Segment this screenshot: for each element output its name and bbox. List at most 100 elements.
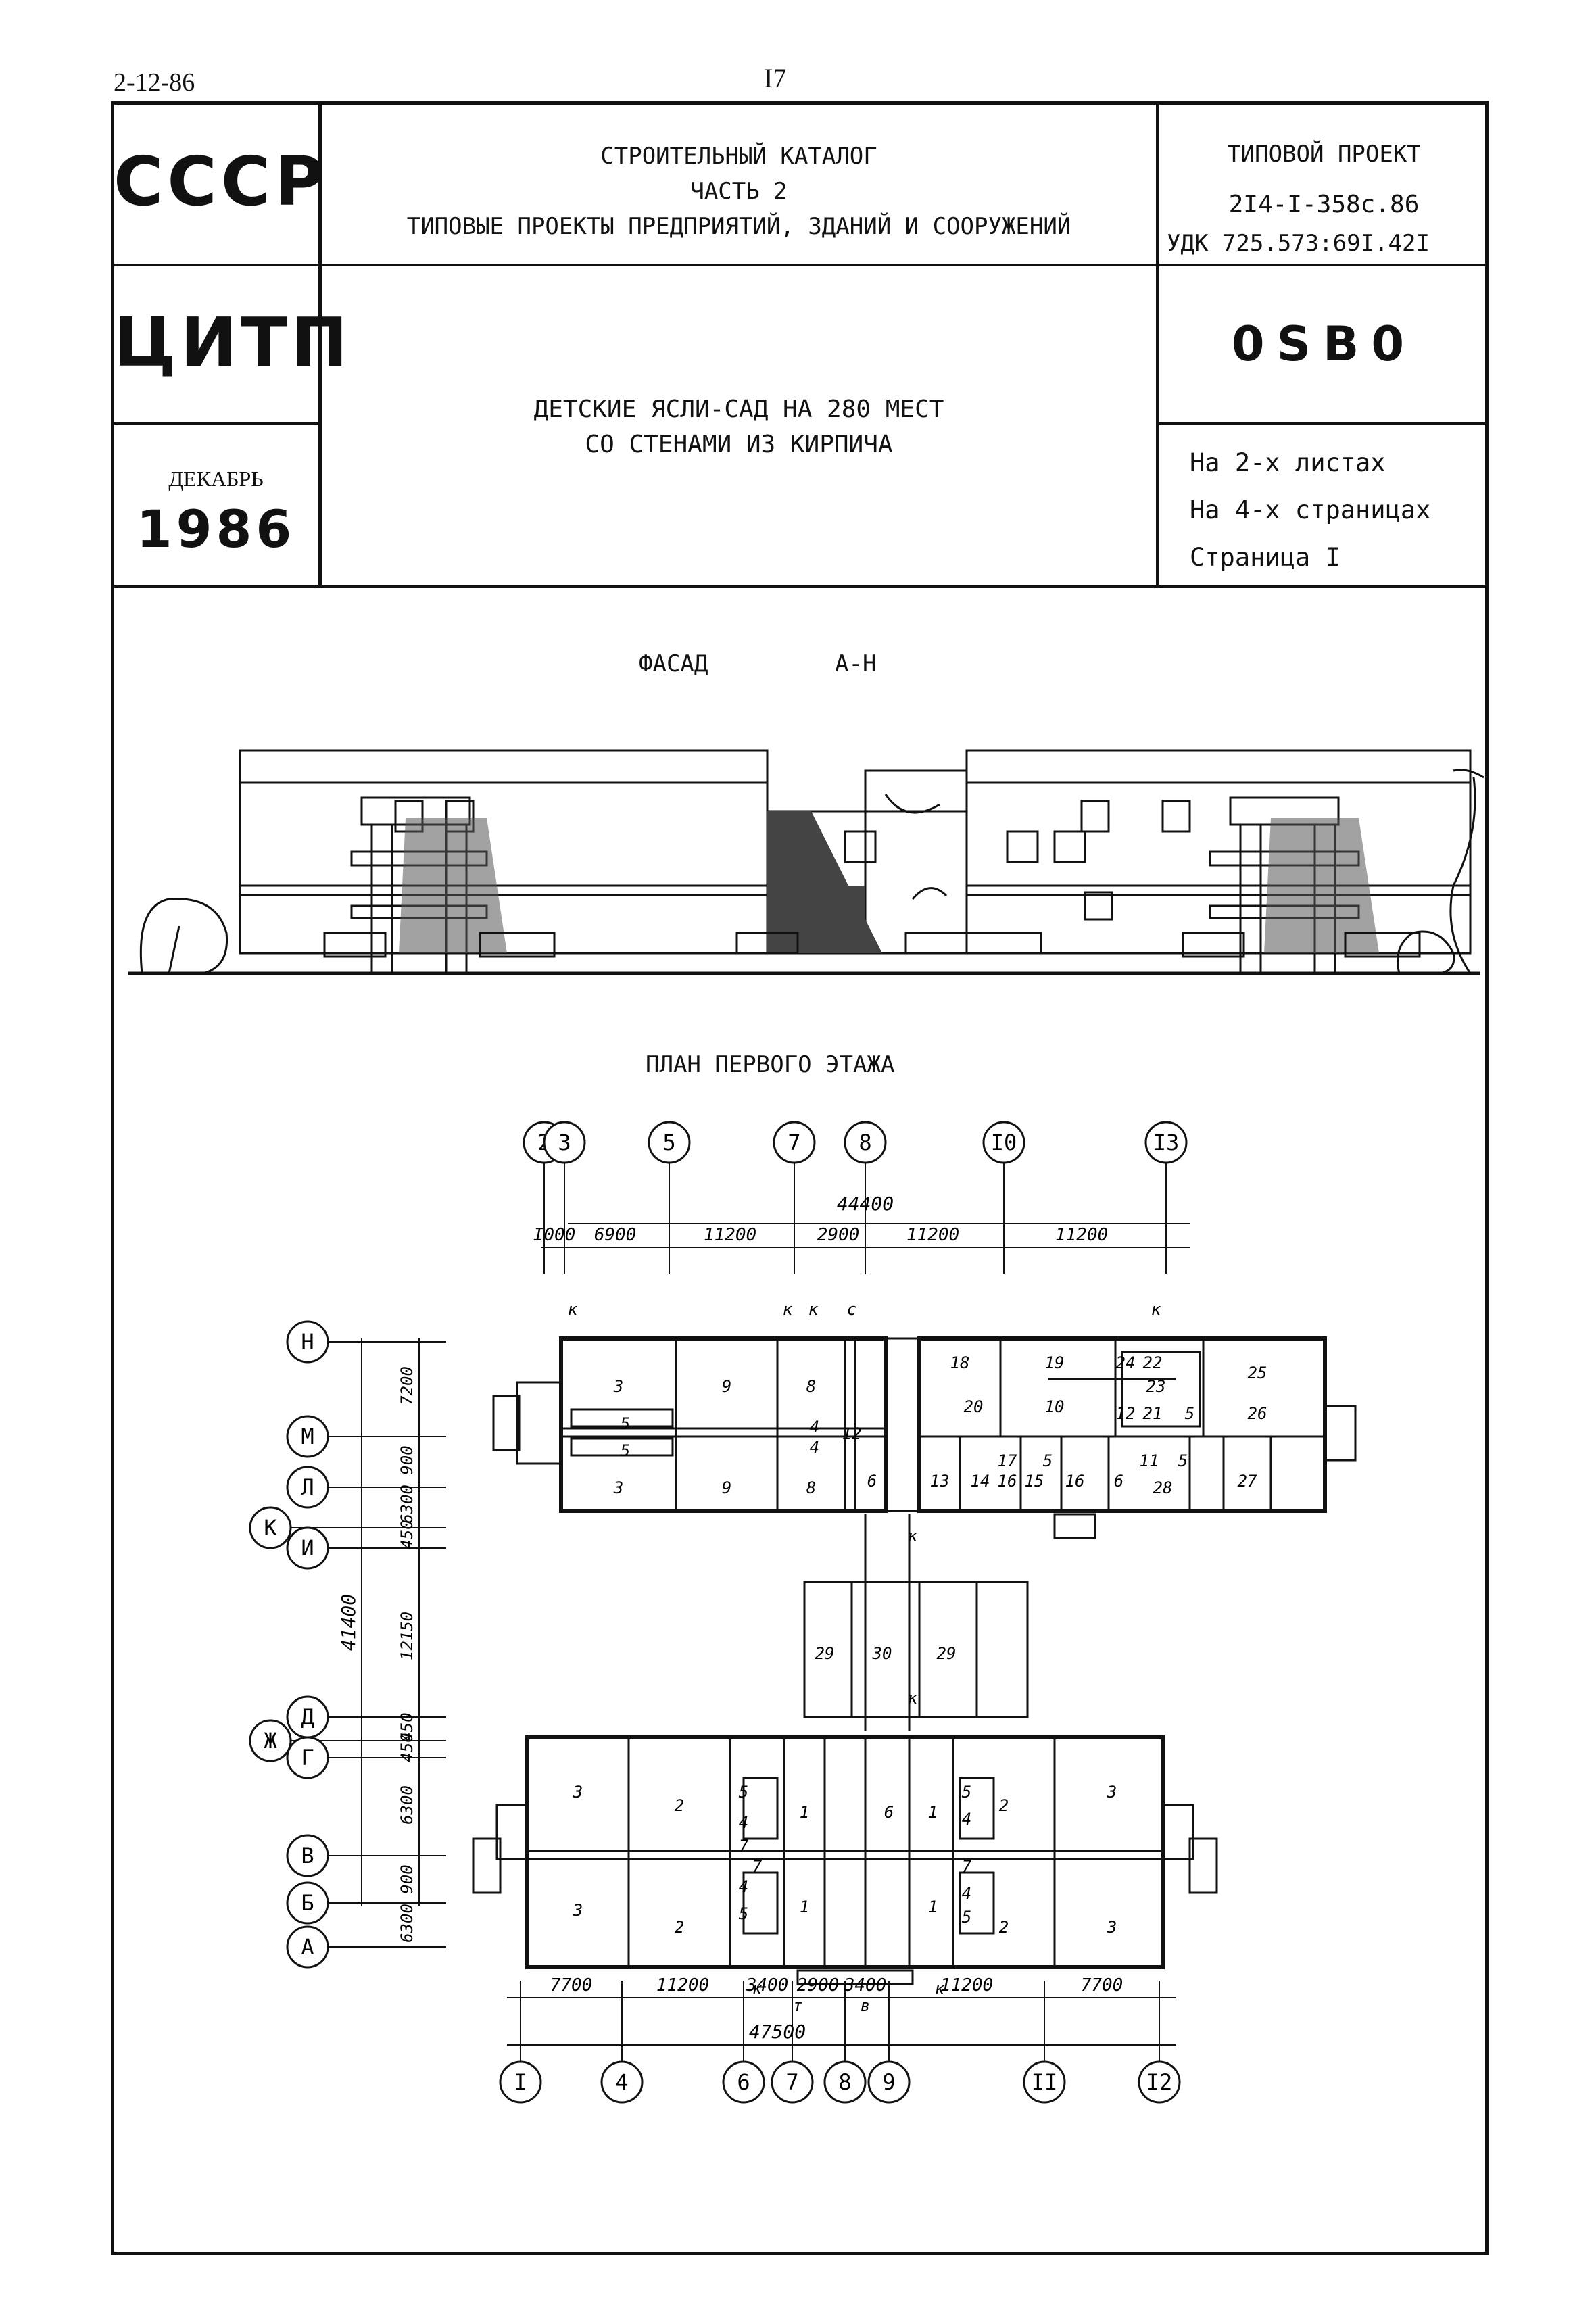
room-number-8: 9: [722, 1478, 731, 1497]
left-dimension-8: 900: [397, 1864, 416, 1893]
left-axis-bubble-Л: Л: [286, 1466, 329, 1509]
header-row-line-2-left: [111, 422, 320, 425]
left-dimension-2: 6300: [397, 1485, 416, 1524]
catalog-title: СТРОИТЕЛЬНЫЙ КАТАЛОГ ЧАСТЬ 2 ТИПОВЫЕ ПРО…: [322, 139, 1156, 244]
svg-text:I2: I2: [1146, 2069, 1173, 2095]
room-number-51: 7: [752, 1857, 763, 1876]
room-number-58: 1: [928, 1898, 938, 1916]
left-axis-bubble-Б: Б: [286, 1881, 329, 1925]
bottom-dimension-0: 7700: [550, 1975, 593, 1996]
room-number-47: 5: [962, 1783, 971, 1802]
room-number-45: 6: [884, 1803, 894, 1822]
left-axis-bubble-Д: Д: [286, 1695, 329, 1739]
room-number-21: 5: [1185, 1404, 1194, 1423]
left-axis-bubble-Ж: Ж: [249, 1719, 292, 1762]
room-number-10: 6: [867, 1472, 877, 1491]
room-number-22: 25: [1248, 1364, 1267, 1382]
plan-mark-4: к: [1151, 1300, 1161, 1319]
room-number-3: 5: [621, 1414, 630, 1433]
bottom-dimension-5: 11200: [940, 1975, 993, 1996]
top-dimension-0: I000: [533, 1225, 576, 1245]
room-number-20: 12: [1116, 1404, 1136, 1423]
project-label: ТИПОВОЙ ПРОЕКТ: [1227, 141, 1421, 168]
plan-mark-9: т: [793, 1996, 802, 2015]
room-number-38: 29: [937, 1644, 957, 1663]
room-number-40: 2: [675, 1796, 684, 1815]
top-dimension-4: 11200: [906, 1225, 959, 1245]
room-number-48: 4: [962, 1810, 971, 1829]
header-bottom-line: [111, 585, 1489, 588]
top-dimension-3: 2900: [817, 1225, 860, 1245]
room-number-19: 21: [1143, 1404, 1163, 1423]
room-number-44: 1: [800, 1803, 809, 1822]
svg-text:Л: Л: [301, 1474, 314, 1500]
left-dimension-3: 450: [397, 1520, 416, 1549]
room-number-56: 5: [739, 1904, 748, 1923]
svg-text:Г: Г: [301, 1745, 314, 1770]
left-dimension-1: 900: [397, 1445, 416, 1474]
room-number-2: 8: [806, 1377, 816, 1396]
top-axis-bubble-7: 7: [773, 1121, 816, 1164]
svg-text:8: 8: [838, 2069, 851, 2095]
issue-month: ДЕКАБРЬ: [168, 466, 264, 491]
room-number-6: 4: [810, 1438, 819, 1457]
room-number-14: 20: [964, 1397, 984, 1416]
header-row-line-2-right: [1156, 422, 1489, 425]
project-title-line-2: СО СТЕНАМИ ИЗ КИРПИЧА: [585, 431, 893, 458]
plan-mark-8: к: [935, 1979, 945, 1998]
top-axis-bubble-I0: I0: [982, 1121, 1025, 1164]
room-number-34: 28: [1153, 1478, 1173, 1497]
document-code: 2-12-86: [114, 68, 195, 97]
bottom-axis-bubble-I: I: [499, 2060, 542, 2104]
room-number-23: 26: [1248, 1404, 1267, 1423]
room-number-7: 3: [613, 1478, 623, 1497]
top-axis-bubble-8: 8: [844, 1121, 887, 1164]
bottom-axis-bubble-I2: I2: [1138, 2060, 1181, 2104]
bottom-dimension-6: 7700: [1081, 1975, 1123, 1996]
room-number-30: 16: [1065, 1472, 1085, 1491]
bottom-axis-bubble-8: 8: [823, 2060, 867, 2104]
room-number-36: 29: [815, 1644, 835, 1663]
room-number-42: 4: [739, 1813, 748, 1832]
sheets-count: На 2-х листах: [1190, 448, 1386, 477]
svg-text:И: И: [301, 1535, 314, 1561]
svg-text:8: 8: [859, 1130, 871, 1155]
page-number: I7: [764, 63, 787, 93]
header-divider-right: [1156, 101, 1159, 587]
left-total-dimension: 41400: [337, 1594, 360, 1651]
svg-text:М: М: [301, 1424, 314, 1449]
room-number-39: 3: [573, 1783, 583, 1802]
svg-text:I: I: [514, 2069, 527, 2095]
room-number-46: 1: [928, 1803, 938, 1822]
plan-mark-6: к: [908, 1689, 918, 1708]
left-axis-bubble-В: В: [286, 1834, 329, 1877]
sheet-info: На 2-х листах На 4-х страницах Страница …: [1190, 439, 1487, 581]
svg-text:7: 7: [785, 2069, 798, 2095]
room-number-4: 5: [621, 1441, 630, 1460]
plan-title: ПЛАН ПЕРВОГО ЭТАЖА: [646, 1051, 895, 1078]
project-title-line-1: ДЕТСКИЕ ЯСЛИ-САД НА 280 МЕСТ: [533, 395, 944, 423]
svg-text:5: 5: [662, 1130, 675, 1155]
room-number-24: 13: [930, 1472, 950, 1491]
bottom-dimension-4: 3400: [844, 1975, 887, 1996]
project-number: 2I4-I-358с.86: [1228, 191, 1420, 218]
header-row-line-1: [111, 264, 1489, 266]
svg-text:А: А: [301, 1934, 314, 1960]
left-dimension-0: 7200: [397, 1366, 416, 1405]
svg-text:I0: I0: [991, 1130, 1017, 1155]
top-axis-bubble-5: 5: [648, 1121, 691, 1164]
room-number-49: 2: [999, 1796, 1009, 1815]
plan-mark-5: к: [908, 1526, 918, 1545]
left-dimension-9: 6300: [397, 1904, 416, 1943]
room-number-12: 18: [950, 1353, 970, 1372]
room-number-18: 23: [1146, 1377, 1166, 1396]
svg-text:Д: Д: [301, 1704, 314, 1730]
bottom-dimension-1: 11200: [656, 1975, 709, 1996]
left-axis-bubble-И: И: [286, 1526, 329, 1570]
room-number-60: 5: [962, 1908, 971, 1927]
room-number-33: 5: [1178, 1451, 1188, 1470]
bottom-axis-bubble-6: 6: [722, 2060, 765, 2104]
svg-text:Ж: Ж: [264, 1728, 277, 1754]
top-axis-bubble-3: 3: [543, 1121, 586, 1164]
svg-text:7: 7: [788, 1130, 800, 1155]
